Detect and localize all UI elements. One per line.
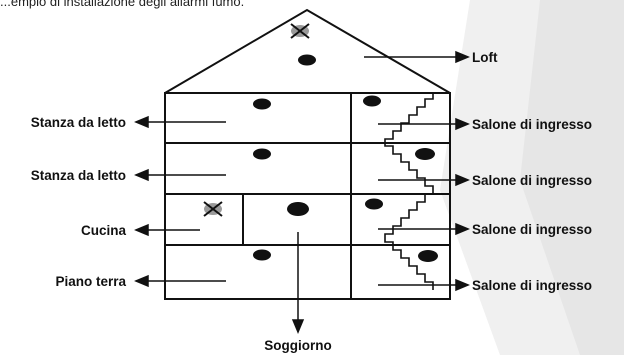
detector-living-room bbox=[287, 202, 309, 216]
label-hall-4: Salone di ingresso bbox=[472, 278, 592, 293]
label-bedroom-lower: Stanza da letto bbox=[31, 168, 126, 183]
crossed-detector-roof bbox=[290, 23, 310, 39]
detector-bedroom-upper bbox=[253, 98, 271, 110]
roof-line bbox=[164, 8, 451, 94]
label-kitchen: Cucina bbox=[81, 223, 127, 238]
detector-bedroom-lower bbox=[253, 148, 271, 160]
detector-hall-2 bbox=[415, 148, 435, 160]
house-body bbox=[164, 92, 451, 300]
detector-hall-4 bbox=[418, 250, 438, 262]
arrowhead-loft bbox=[455, 50, 470, 64]
house-outline bbox=[164, 8, 451, 300]
label-hall-2: Salone di ingresso bbox=[472, 173, 592, 188]
detector-ground-floor bbox=[253, 249, 271, 261]
label-loft: Loft bbox=[472, 50, 498, 65]
label-bedroom-upper: Stanza da letto bbox=[31, 115, 126, 130]
label-ground-floor: Piano terra bbox=[55, 274, 126, 289]
caption: ...empio di installazione degli allarmi … bbox=[0, 0, 245, 9]
label-living-room: Soggiorno bbox=[264, 338, 332, 353]
label-hall-3: Salone di ingresso bbox=[472, 222, 592, 237]
detector-loft bbox=[298, 54, 316, 66]
detector-hall-1 bbox=[363, 95, 381, 107]
crossed-detector-kitchen bbox=[203, 201, 223, 217]
detector-hall-3 bbox=[365, 198, 383, 210]
label-hall-1: Salone di ingresso bbox=[472, 117, 592, 132]
